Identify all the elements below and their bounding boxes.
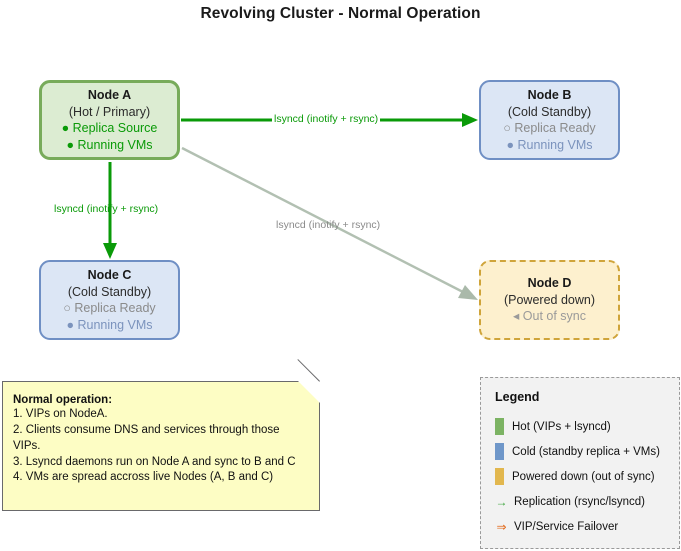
node-d-status-sync: ◂ Out of sync	[513, 309, 586, 324]
node-c[interactable]: Node C (Cold Standby) ○ Replica Ready ● …	[39, 260, 180, 340]
legend-item-label: Cold (standby replica + VMs)	[512, 445, 660, 458]
node-a-role: (Hot / Primary)	[68, 104, 151, 119]
note-box: Normal operation: 1. VIPs on NodeA. 2. C…	[2, 359, 320, 511]
node-b[interactable]: Node B (Cold Standby) ○ Replica Ready ● …	[479, 80, 620, 160]
edge-label-a-to-c: lsyncd (inotify + rsync)	[54, 203, 159, 215]
legend-item-hot: Hot (VIPs + lsyncd)	[495, 414, 669, 439]
arrow-right-icon: →	[495, 494, 508, 509]
legend-title: Legend	[495, 390, 540, 404]
edge-label-a-to-b: lsyncd (inotify + rsync)	[272, 113, 381, 125]
node-c-role: (Cold Standby)	[67, 284, 152, 299]
legend-item-cold: Cold (standby replica + VMs)	[495, 439, 669, 464]
node-a[interactable]: Node A (Hot / Primary) ● Replica Source …	[39, 80, 180, 160]
legend-item-failover: ⇒ VIP/Service Failover	[495, 514, 669, 539]
node-c-status-replica: ○ Replica Ready	[63, 301, 156, 315]
node-b-status-replica: ○ Replica Ready	[503, 121, 596, 135]
note-line: 2. Clients consume DNS and services thro…	[13, 423, 280, 452]
node-c-status-vms: ● Running VMs	[66, 317, 153, 332]
node-a-status-vms: ● Running VMs	[66, 137, 153, 152]
node-c-title: Node C	[87, 268, 132, 282]
legend-item-label: Powered down (out of sync)	[512, 470, 655, 483]
cold-swatch-icon	[495, 443, 504, 460]
node-b-role: (Cold Standby)	[507, 104, 592, 119]
node-b-title: Node B	[527, 88, 572, 102]
legend-box: Legend Hot (VIPs + lsyncd) Cold (standby…	[480, 377, 680, 549]
note-fold-line	[297, 359, 320, 382]
legend-item-label: Hot (VIPs + lsyncd)	[512, 420, 611, 433]
legend-item-powered-down: Powered down (out of sync)	[495, 464, 669, 489]
node-d[interactable]: Node D (Powered down) ◂ Out of sync	[479, 260, 620, 340]
note-line: 1. VIPs on NodeA.	[13, 408, 108, 420]
note-title: Normal operation:	[13, 394, 113, 406]
double-arrow-right-icon: ⇒	[496, 519, 507, 534]
note-line: 4. VMs are spread accross live Nodes (A,…	[13, 471, 274, 484]
node-b-status-vms: ● Running VMs	[506, 137, 593, 152]
node-d-role: (Powered down)	[503, 292, 595, 307]
legend-item-label: Replication (rsync/lsyncd)	[514, 495, 646, 508]
page-title: Revolving Cluster - Normal Operation	[200, 5, 481, 22]
node-a-status-replica: ● Replica Source	[61, 121, 158, 135]
note-line: 3. Lsyncd daemons run on Node A and sync…	[13, 455, 296, 468]
legend-item-replication: → Replication (rsync/lsyncd)	[495, 489, 669, 514]
powered-down-swatch-icon	[495, 468, 504, 485]
legend-item-label: VIP/Service Failover	[514, 520, 619, 533]
note-fold-corner	[298, 381, 320, 403]
node-a-title: Node A	[87, 88, 132, 102]
hot-swatch-icon	[495, 418, 504, 435]
edge-label-a-to-d: lsyncd (inotify + rsync)	[276, 219, 381, 231]
node-d-title: Node D	[527, 276, 572, 291]
